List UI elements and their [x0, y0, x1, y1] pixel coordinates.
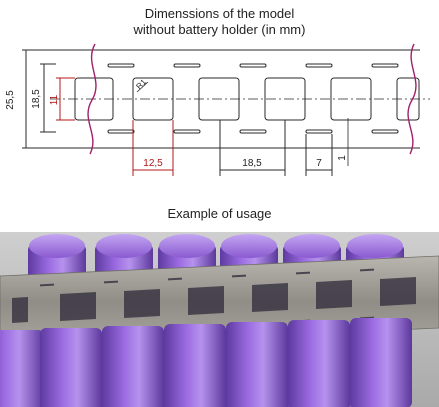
left-break-line	[87, 43, 97, 155]
usage-photo	[0, 232, 439, 407]
drawing-title-line2: without battery holder (in mm)	[133, 22, 306, 37]
dim-strip-height: 25,5	[5, 90, 16, 110]
right-break-line	[407, 43, 417, 155]
dim-slot-length: 7	[316, 158, 322, 169]
dim-pitch: 18,5	[242, 158, 262, 169]
top-slots	[107, 63, 399, 68]
drawing-title-line1: Dimenssions of the model	[144, 6, 295, 21]
dim-slot-span: 18,5	[31, 89, 42, 109]
technical-drawing: 25,5 18,5 11 12,5 18,5 7 1 R1	[5, 43, 430, 176]
battery-row-front	[0, 318, 412, 407]
dim-window-height: 11	[49, 94, 60, 105]
photo-caption: Example of usage	[167, 206, 272, 221]
dim-slot-width: 1	[337, 155, 348, 161]
dim-window-width: 12,5	[143, 158, 163, 169]
dim-corner-radius: R1	[134, 77, 148, 91]
bottom-slots	[107, 129, 399, 134]
